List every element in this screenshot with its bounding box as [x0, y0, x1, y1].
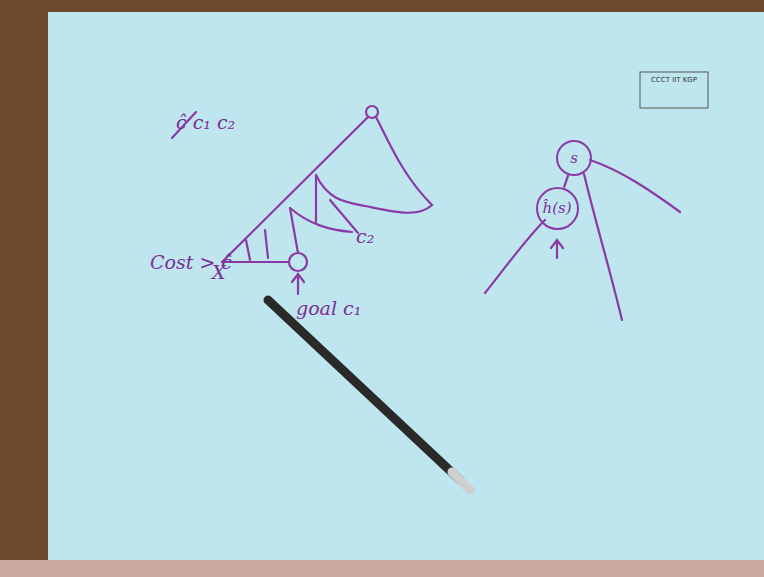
node-text: ĥ(s) — [542, 199, 571, 217]
handwritten-label: goal c₁ — [296, 298, 361, 319]
state-circle: ĥ(s) — [536, 187, 579, 230]
handwritten-label: X — [212, 262, 226, 283]
handwritten-label: ĉ c₁ c₂ — [176, 112, 235, 133]
handwritten-label: c₂ — [356, 226, 374, 247]
state-circle: s — [556, 140, 592, 176]
watermark: CCCT IIT KGP — [650, 77, 698, 85]
tree-edge — [564, 175, 568, 188]
paper-ground — [48, 12, 764, 564]
node-text: s — [570, 149, 578, 167]
